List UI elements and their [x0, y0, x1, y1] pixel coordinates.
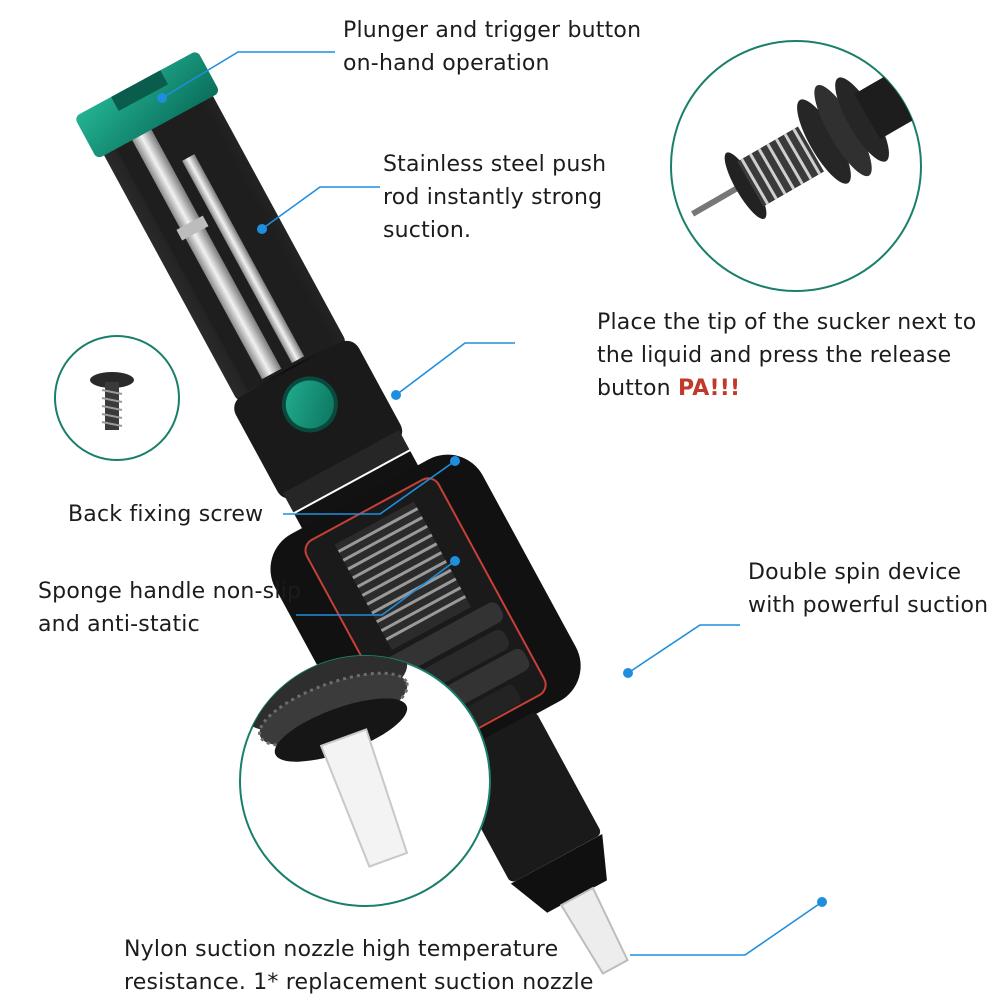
- callout-dots: [157, 93, 827, 907]
- spring-detail-icon: [670, 40, 922, 292]
- trigger-button: [281, 376, 338, 433]
- plunger-cap: [76, 52, 218, 158]
- label-sponge: Sponge handle non-slip and anti-static: [38, 579, 302, 637]
- label-double-spin: Double spin device with powerful suction: [748, 560, 989, 618]
- label-nozzle: Nylon suction nozzle high temperature re…: [124, 937, 594, 995]
- label-back-screw: Back fixing screw: [68, 502, 264, 527]
- label-plunger: Plunger and trigger button on-hand opera…: [343, 18, 642, 76]
- label-release: Place the tip of the sucker next to the …: [597, 310, 977, 401]
- callout-lines: [161, 51, 823, 956]
- nylon-nozzle: [559, 886, 629, 975]
- emphasis-text: PA!!!: [677, 376, 741, 401]
- label-push-rod: Stainless steel push rod instantly stron…: [383, 152, 607, 243]
- push-rod: [128, 122, 282, 380]
- screw-icon: [54, 335, 180, 461]
